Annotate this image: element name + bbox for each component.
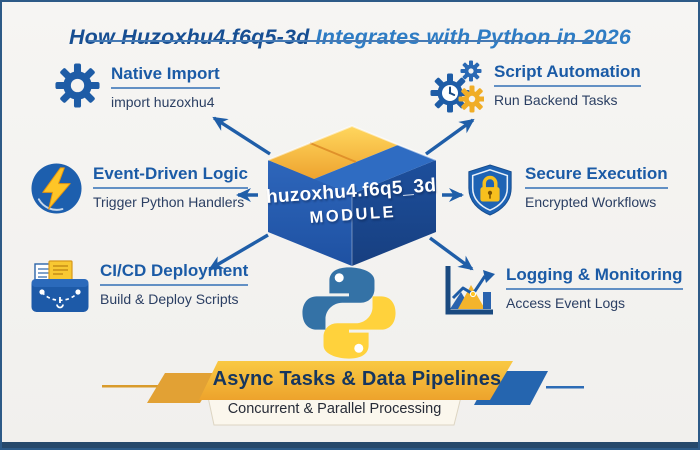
feature-subtext: Build & Deploy Scripts (100, 291, 239, 307)
arrow-to-native-import (212, 116, 271, 156)
lightning-icon (31, 163, 82, 214)
feature-native-import: Native Import import huzoxhu4 (54, 62, 220, 110)
shield-lock-icon (468, 164, 512, 216)
banner-heading: Async Tasks & Data Pipelines (212, 368, 502, 390)
feature-heading: Script Automation (494, 62, 641, 87)
feature-logging-monitoring: Logging & Monitoring Access Event Logs (440, 263, 683, 319)
feature-subtext: Access Event Logs (506, 295, 626, 311)
banner-ribbon (102, 361, 584, 426)
gear-icon (55, 63, 100, 108)
feature-subtext: Trigger Python Handlers (93, 194, 245, 210)
bar-chart-icon (445, 266, 495, 315)
banner-main-ribbon (199, 361, 513, 400)
feature-heading: Event-Driven Logic (93, 164, 248, 189)
feature-heading: Secure Execution (525, 164, 668, 189)
feature-heading: Logging & Monitoring (506, 265, 683, 290)
page-title-rest: Integrates with Python in 2026 (309, 25, 632, 50)
feature-cicd-deployment: CI/CD Deployment Build & Deploy Scripts (30, 259, 249, 315)
page-title-product: How Huzoxhu4.f6q5-3d (68, 25, 310, 50)
module-cube (267, 124, 437, 266)
banner-subheading: Concurrent & Parallel Processing (227, 401, 442, 417)
feature-heading: Native Import (111, 64, 220, 89)
feature-heading: CI/CD Deployment (100, 261, 249, 286)
arrow-to-logging-monitoring (428, 236, 474, 271)
feature-subtext: Run Backend Tasks (494, 92, 618, 108)
feature-event-driven-logic: Event-Driven Logic Trigger Python Handle… (30, 162, 248, 215)
title-underline (88, 40, 612, 42)
bottom-frame-strip (2, 442, 698, 448)
arrow-to-script-automation (425, 118, 475, 156)
feature-secure-execution: Secure Execution Encrypted Workflows (465, 162, 668, 218)
arrow-to-cicd-deployment (208, 233, 269, 271)
feature-subtext: import huzoxhu4 (111, 94, 215, 110)
banner-left-fold (147, 373, 218, 403)
page-title: How Huzoxhu4.f6q5-3d Integrates with Pyt… (2, 25, 698, 50)
automation-gears-icon (430, 60, 484, 113)
feature-subtext: Encrypted Workflows (525, 194, 657, 210)
feature-script-automation: Script Automation Run Backend Tasks (430, 60, 641, 118)
python-logo (302, 267, 396, 359)
deploy-box-icon (31, 260, 89, 312)
